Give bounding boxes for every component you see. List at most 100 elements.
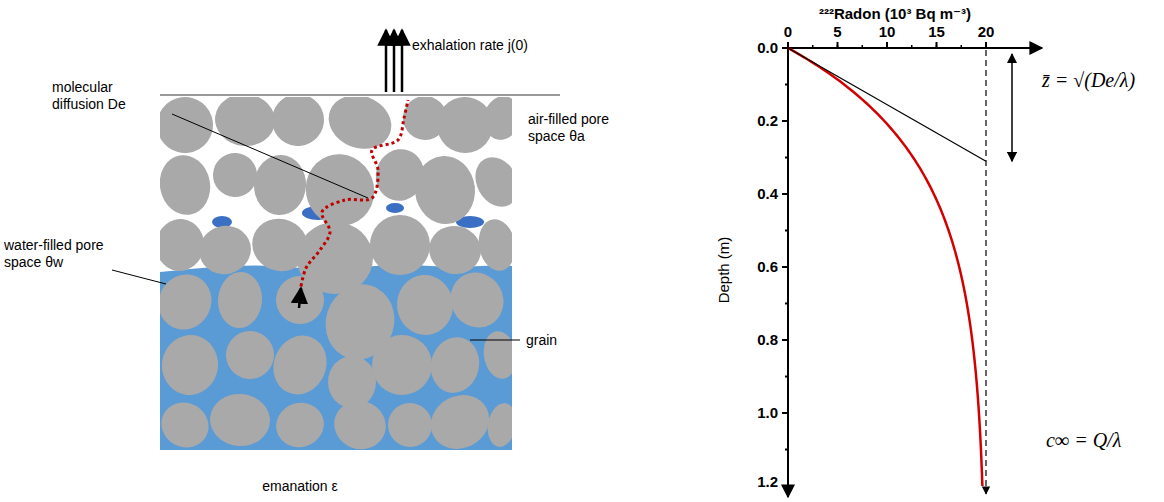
tick-label: 1.2 — [757, 473, 778, 491]
y-tick — [782, 339, 788, 341]
axis-title: Depth (m) — [715, 237, 733, 304]
x-minor-tick — [837, 45, 839, 48]
grain-shape — [363, 326, 442, 405]
tick-label: 15 — [928, 23, 945, 41]
grain-shape — [194, 220, 257, 280]
tick-label: 0.2 — [757, 112, 778, 130]
tick-label: 5 — [833, 23, 841, 41]
grain-shape — [480, 329, 512, 381]
grain-shape — [208, 391, 272, 448]
tick-label: 10 — [879, 23, 896, 41]
axis-title: ²²²Radon (10³ Bq m⁻³) — [819, 5, 971, 23]
tick-label: 0.4 — [757, 185, 778, 203]
x-tick — [936, 42, 938, 48]
emanation-arrow — [299, 288, 301, 308]
process-label: emanation ε — [262, 478, 338, 495]
grain-shape — [425, 332, 485, 398]
exhalation-arrow — [401, 30, 404, 92]
grain-shape — [412, 153, 479, 227]
tick-label: 0.6 — [757, 258, 778, 276]
y-tick — [782, 193, 788, 195]
x-minor-tick — [886, 45, 888, 48]
grain-shape — [160, 265, 221, 339]
part-label: grain — [526, 332, 557, 349]
x-minor-tick — [985, 45, 987, 48]
x-tick — [837, 42, 839, 48]
grain-shape — [387, 402, 434, 449]
x-minor-tick — [961, 45, 963, 48]
y-axis — [787, 48, 789, 497]
y-tick — [785, 84, 788, 86]
grain-shape — [328, 356, 376, 408]
grain-shape — [296, 145, 385, 236]
x-minor-tick — [812, 45, 814, 48]
y-tick — [782, 485, 788, 487]
tick-label: 20 — [978, 23, 995, 41]
y-tick — [782, 266, 788, 268]
formula: z̄ = √(De/λ) — [1042, 68, 1135, 92]
y-tick — [785, 230, 788, 232]
x-tick — [886, 42, 888, 48]
grain-shape — [266, 97, 330, 152]
grain-shape — [475, 216, 512, 273]
grain-shape — [269, 269, 330, 330]
leader-line — [470, 340, 520, 341]
x-axis — [788, 47, 1042, 49]
tick-label: 0 — [784, 23, 792, 41]
grain-shape — [221, 326, 279, 384]
grain-shape — [216, 271, 264, 330]
grain-shape — [321, 97, 399, 158]
x-minor-tick — [862, 45, 864, 48]
tick-label: 0.0 — [757, 39, 778, 57]
leader-line — [172, 114, 368, 198]
grain-shape — [328, 394, 393, 450]
soil-illustration — [160, 97, 512, 450]
y-tick — [785, 303, 788, 305]
exhalation-arrow — [385, 30, 388, 92]
process-label: molecular diffusion De — [52, 79, 156, 113]
grain-shape — [270, 397, 329, 450]
grain-shape — [160, 97, 223, 163]
ground-surface — [160, 94, 560, 96]
radon-profile-curve — [788, 48, 982, 486]
grain-shape — [160, 151, 215, 219]
grain-shape — [160, 394, 217, 450]
relaxation-depth-arrow — [1011, 54, 1013, 161]
arrow-label: exhalation rate j(0) — [412, 37, 528, 54]
grain-shape — [252, 154, 307, 217]
depth-profile-chart — [782, 42, 1042, 497]
leader-line — [112, 270, 166, 284]
water-film — [386, 203, 404, 213]
formula: c∞ = Q/λ — [1046, 428, 1121, 452]
y-tick — [785, 157, 788, 159]
pore-label: water-filled pore space θw — [4, 237, 112, 271]
y-tick — [785, 376, 788, 378]
exhalation-arrow — [393, 30, 396, 92]
x-tick — [985, 42, 987, 48]
grain-shape — [264, 327, 335, 403]
grain-shape — [360, 205, 439, 284]
grain-shape — [394, 273, 455, 338]
grain-shape — [421, 385, 498, 450]
tick-label: 1.0 — [757, 404, 778, 422]
x-minor-tick — [936, 45, 938, 48]
tick-label: 0.8 — [757, 331, 778, 349]
asymptote — [985, 50, 986, 494]
grain-shape — [484, 401, 512, 449]
pore-label: air-filled pore space θa — [528, 111, 628, 145]
grain-shape — [212, 97, 278, 149]
grain-shape — [160, 331, 222, 399]
grain-shape — [467, 150, 512, 215]
grain-shape — [441, 263, 512, 337]
y-tick — [782, 120, 788, 122]
diffusion-path — [300, 100, 408, 292]
grain-shape — [424, 221, 485, 279]
tangent-line — [788, 48, 986, 161]
y-tick — [782, 412, 788, 414]
x-minor-tick — [911, 45, 913, 48]
y-tick — [782, 47, 788, 49]
y-tick — [785, 449, 788, 451]
grain-shape — [480, 97, 512, 143]
